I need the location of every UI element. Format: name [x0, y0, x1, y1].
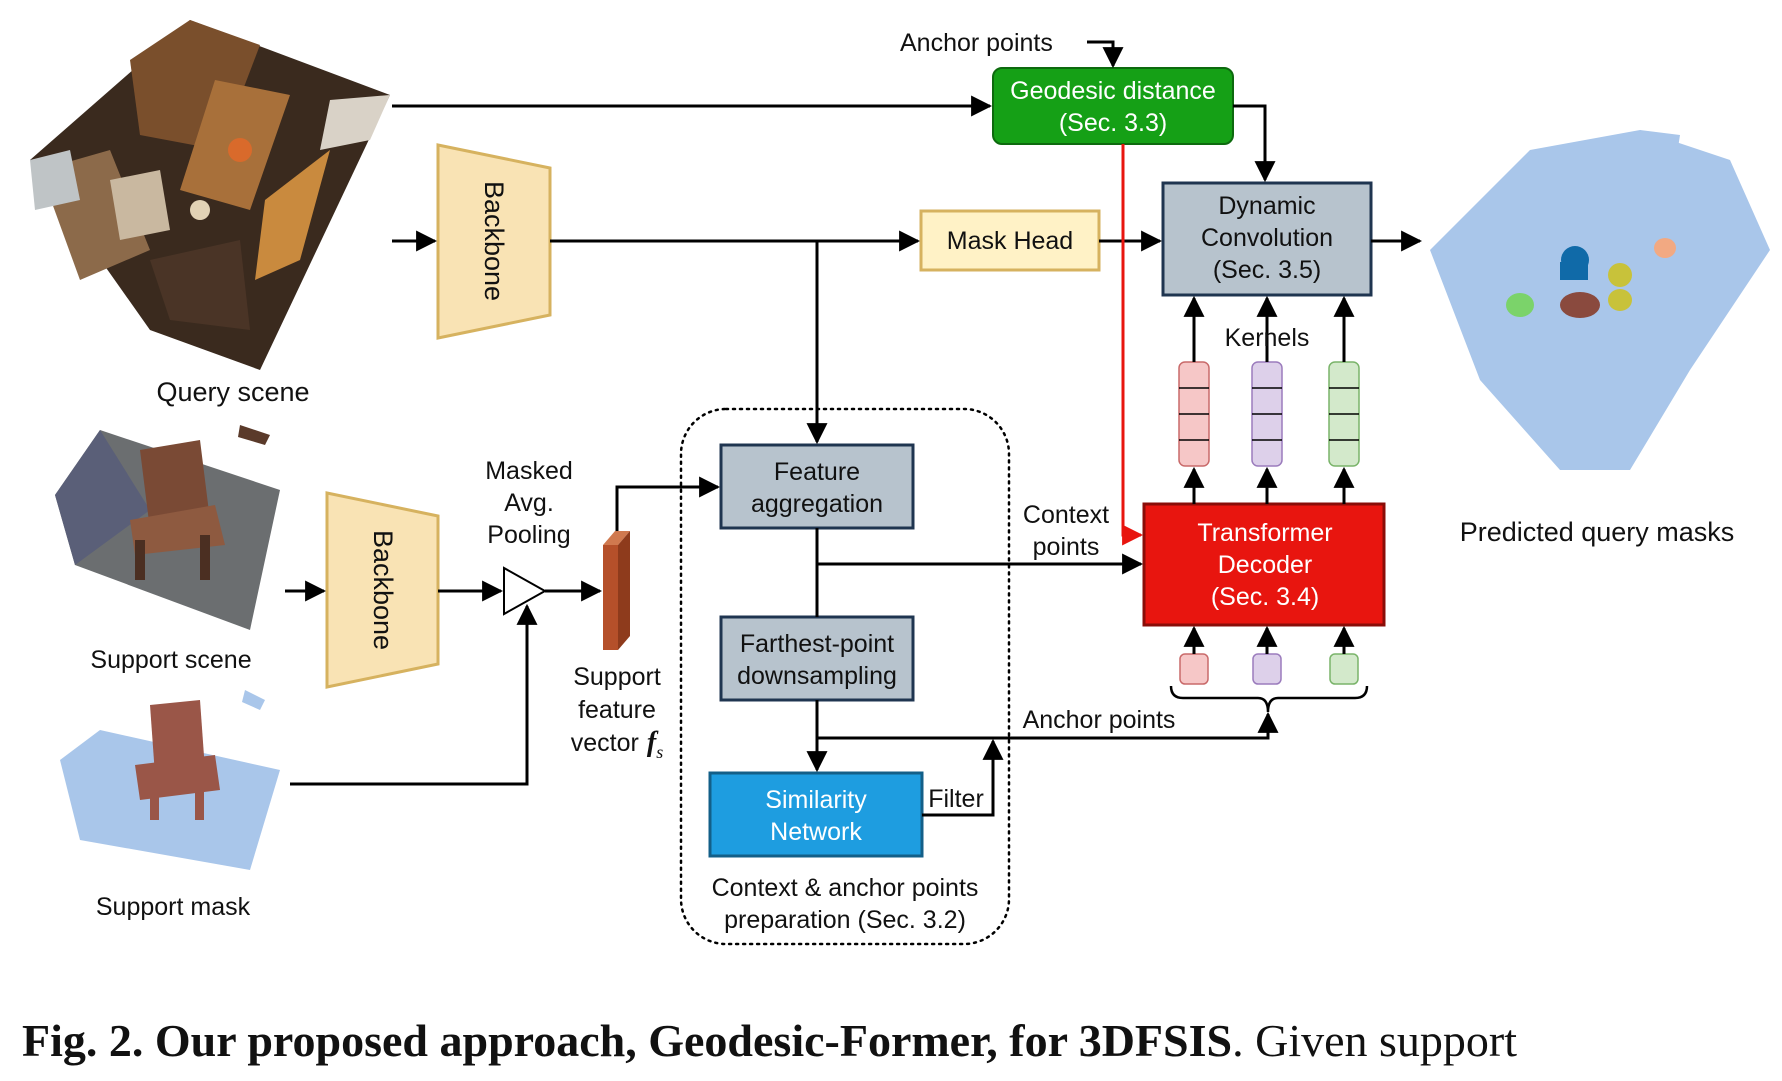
- support-mask-label: Support mask: [96, 893, 251, 921]
- kernels-label: Kernels: [1225, 324, 1310, 352]
- mask-head-label: Mask Head: [947, 227, 1073, 255]
- query-token-purple: [1252, 653, 1282, 685]
- similarity-line2: Network: [770, 818, 862, 846]
- context-line1: Context: [1023, 501, 1109, 529]
- support-vector-symbol: f: [647, 727, 659, 758]
- farthest-line2: downsampling: [737, 662, 897, 690]
- tokens-brace: [1169, 685, 1369, 713]
- masked-line1: Masked: [485, 457, 573, 485]
- query-backbone-label: Backbone: [479, 181, 509, 301]
- predicted-masks-image: [1430, 130, 1770, 470]
- support-scene-image: [55, 425, 280, 630]
- dynamic-line1: Dynamic: [1218, 192, 1315, 220]
- masked-line3: Pooling: [487, 521, 570, 549]
- masked-line2: Avg.: [504, 489, 554, 517]
- feature-line2: aggregation: [751, 490, 883, 518]
- filter-label: Filter: [928, 785, 984, 813]
- transformer-line1: Transformer: [1197, 519, 1332, 547]
- query-scene-image: [30, 20, 390, 370]
- pooling-triangle: [503, 566, 548, 616]
- mask-head-box: [919, 209, 1101, 272]
- support-vector-word: vector: [571, 729, 639, 757]
- transformer-decoder-box: [1142, 502, 1386, 627]
- support-backbone: [325, 491, 440, 689]
- kernel-pink: [1178, 361, 1210, 467]
- feature-aggregation-box: [719, 443, 915, 530]
- query-token-pink: [1179, 653, 1209, 685]
- kernel-green: [1328, 361, 1360, 467]
- feature-line1: Feature: [774, 458, 860, 486]
- farthest-line1: Farthest-point: [740, 630, 894, 658]
- support-vector-subscript: s: [656, 742, 663, 762]
- context-line2: points: [1033, 533, 1100, 561]
- geodesic-section: (Sec. 3.3): [1059, 109, 1167, 137]
- predicted-masks-label: Predicted query masks: [1460, 517, 1735, 547]
- dynamic-convolution-box: [1161, 181, 1373, 297]
- caption-rest: . Given support: [1232, 1015, 1518, 1066]
- support-mask-image: [60, 690, 280, 870]
- support-vector-line1: Support: [573, 663, 661, 691]
- dynamic-line3: (Sec. 3.5): [1213, 256, 1321, 284]
- prep-line1: Context & anchor points: [712, 874, 979, 902]
- kernel-purple: [1251, 361, 1283, 467]
- geodesic-title: Geodesic distance: [1010, 77, 1216, 105]
- query-scene-label: Query scene: [156, 377, 309, 407]
- anchor-points-top-label: Anchor points: [900, 29, 1053, 57]
- arrows: [285, 40, 1423, 817]
- anchor-points-bottom-label: Anchor points: [1023, 706, 1176, 734]
- transformer-line3: (Sec. 3.4): [1211, 583, 1319, 611]
- support-feature-vector: [603, 531, 630, 650]
- figure-caption: Fig. 2. Our proposed approach, Geodesic-…: [22, 1014, 1762, 1067]
- query-tokens: [1179, 653, 1359, 685]
- query-token-green: [1329, 653, 1359, 685]
- geodesic-to-decoder-arrow: [1121, 144, 1144, 546]
- prep-line2: preparation (Sec. 3.2): [724, 906, 966, 934]
- support-backbone-label: Backbone: [368, 530, 398, 650]
- query-backbone: [436, 143, 552, 340]
- similarity-line1: Similarity: [765, 786, 867, 814]
- caption-bold: Fig. 2. Our proposed approach, Geodesic-…: [22, 1015, 1233, 1066]
- support-scene-label: Support scene: [90, 646, 251, 674]
- kernel-stacks: [1178, 361, 1360, 467]
- dynamic-line2: Convolution: [1201, 224, 1333, 252]
- transformer-line2: Decoder: [1218, 551, 1313, 579]
- preparation-region: [679, 407, 1011, 946]
- support-vector-line2: feature: [578, 696, 656, 724]
